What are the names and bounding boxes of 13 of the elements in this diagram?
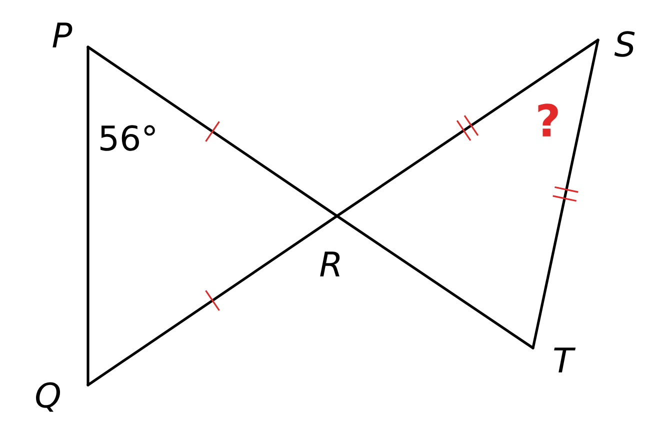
line-segment <box>86 46 338 218</box>
vertex-label: P <box>52 22 72 48</box>
line-segment <box>86 46 90 386</box>
angle-label: 56° <box>100 125 155 151</box>
vertex-label: Q <box>36 382 60 412</box>
line-segment <box>86 214 338 386</box>
line-segment <box>336 214 534 350</box>
vertex-label: R <box>320 252 340 276</box>
vertex-label: T <box>554 348 576 372</box>
vertex-label: S <box>614 31 635 57</box>
line-segment <box>336 38 600 218</box>
line-segment <box>532 38 600 350</box>
question-mark: ? <box>538 104 558 136</box>
